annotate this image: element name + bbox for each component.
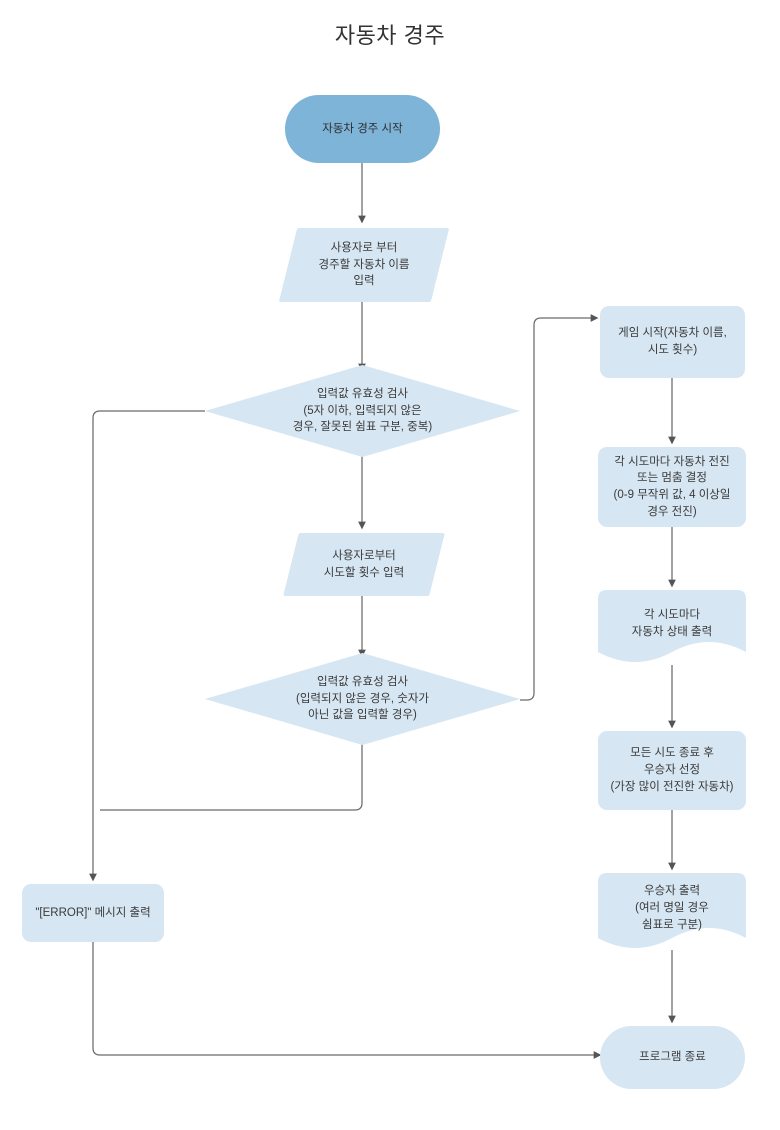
- node-start[interactable]: 자동차 경주 시작: [285, 95, 440, 163]
- node-select-winner-label: 모든 시도 종료 후 우승자 선정 (가장 많이 전진한 자동차): [610, 747, 734, 793]
- node-input-car-names[interactable]: 사용자로 부터 경주할 자동차 이름 입력: [278, 228, 450, 302]
- node-game-start-label: 게임 시작(자동차 이름, 시도 횟수): [618, 327, 727, 356]
- edge-validate-attempts-to-game-start: [520, 314, 599, 701]
- node-move-or-stop[interactable]: 각 시도마다 자동차 전진 또는 멈춤 결정 (0-9 무작위 값, 4 이상일…: [598, 447, 746, 527]
- node-input-attempts-label: 사용자로부터 시도할 횟수 입력: [323, 549, 405, 579]
- node-validate-attempts[interactable]: 입력값 유효성 검사 (입력되지 않은 경우, 숫자가 아닌 값을 입력할 경우…: [205, 653, 520, 745]
- node-select-winner[interactable]: 모든 시도 종료 후 우승자 선정 (가장 많이 전진한 자동차): [598, 731, 746, 810]
- edge-validate-attempts-to-error: [100, 744, 363, 811]
- node-end-label: 프로그램 종료: [639, 1051, 706, 1064]
- node-print-winner-label: 우승자 출력 (여러 명일 경우 쉼표로 구분): [635, 885, 709, 931]
- node-game-start[interactable]: 게임 시작(자동차 이름, 시도 횟수): [600, 306, 745, 378]
- node-input-car-names-label: 사용자로 부터 경주할 자동차 이름 입력: [318, 241, 410, 288]
- node-move-or-stop-label: 각 시도마다 자동차 전진 또는 멈춤 결정 (0-9 무작위 값, 4 이상일…: [613, 455, 731, 518]
- node-start-label: 자동차 경주 시작: [322, 122, 403, 135]
- document-shape: [598, 873, 746, 948]
- node-validate-names-label: 입력값 유효성 검사 (5자 이하, 입력되지 않은 경우, 잘못된 쉼표 구분…: [292, 387, 433, 434]
- node-print-state[interactable]: 각 시도마다 자동차 상태 출력: [598, 590, 746, 666]
- node-validate-attempts-label: 입력값 유효성 검사 (입력되지 않은 경우, 숫자가 아닌 값을 입력할 경우…: [296, 675, 429, 722]
- edge-validate-names-to-error: [89, 410, 205, 882]
- node-print-winner[interactable]: 우승자 출력 (여러 명일 경우 쉼표로 구분): [598, 873, 746, 953]
- node-input-attempts[interactable]: 사용자로부터 시도할 횟수 입력: [283, 533, 445, 596]
- edge-error-to-end: [92, 942, 602, 1059]
- node-validate-names[interactable]: 입력값 유효성 검사 (5자 이하, 입력되지 않은 경우, 잘못된 쉼표 구분…: [205, 365, 520, 457]
- document-shape: [598, 590, 746, 662]
- node-end[interactable]: 프로그램 종료: [600, 1026, 745, 1089]
- node-print-state-label: 각 시도마다 자동차 상태 출력: [631, 608, 713, 638]
- node-error-output-label: "[ERROR]" 메시지 출력: [35, 906, 151, 919]
- page-title: 자동차 경주: [334, 23, 446, 48]
- node-error-output[interactable]: "[ERROR]" 메시지 출력: [22, 884, 164, 942]
